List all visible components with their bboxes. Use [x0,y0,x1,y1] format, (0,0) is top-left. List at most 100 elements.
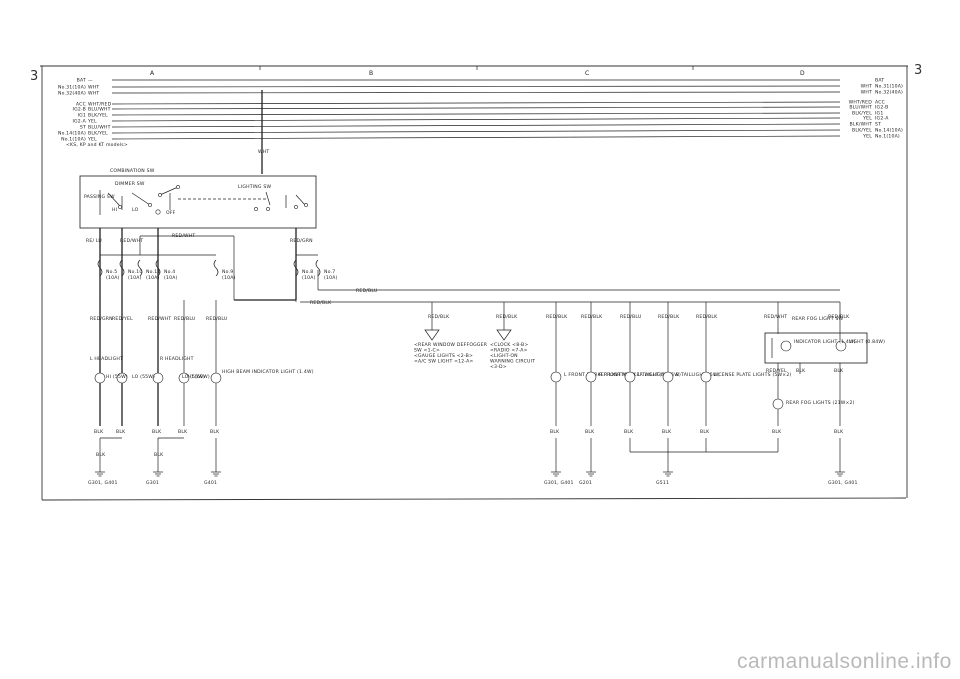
model-note: <KS, KP and KT models> [66,142,128,148]
fuse: No.9(10A) [213,259,236,281]
fuse-rating: (10A) [106,275,120,281]
fuse-row: No.5(10A)No.10(10A)No.11(10A)No.4(10A)No… [97,259,338,281]
lamp-wire-label: RED/BLK [696,314,718,320]
fuse-rating: (10A) [324,275,338,281]
combination-switch-title: COMBINATION SW [110,168,155,174]
red-blk-bus-label: RED/BLK [310,300,332,306]
lamp-wire-label: RED/BLU [620,314,641,320]
rear-fog-light-label: LIGHT (0.84W) [849,339,885,345]
headlight-filament-label: LO (55W) [182,374,205,380]
cross-reference-notes: RED/BLK RED/BLK <REAR WINDOW DEFFOGGERSW… [414,302,535,370]
diagram-frame [40,65,908,501]
note-right-line: <3-D> [490,364,507,370]
feed-left-color: WHT [88,85,99,91]
feed-right-label: No.32(40A) [875,90,903,96]
fuse-rating: (10A) [128,275,142,281]
feed-right-label: ST [875,122,881,128]
fuse-number: No.4 [164,269,175,275]
lighting-bus: RED/BLU RED/BLK [234,270,840,306]
feed-left-color: YEL [87,137,97,143]
passing-switch-label: PASSING SW [84,194,115,200]
page-mark-left: 3 [30,69,38,84]
feed-left-label: No.1(10A) [61,137,86,143]
rear-fog-indicator-label: INDICATOR LIGHT (1.4W) [794,339,856,345]
feed-left-color: BLK/YEL [88,113,108,119]
fuse-number: No.7 [324,269,335,275]
note-left-line: <A/C SW LIGHT <12-A> [414,359,474,365]
feed-right-color: YEL [862,116,872,122]
feed-right-label: BAT [875,78,884,84]
feed-left-label: ACC [76,102,86,108]
dimmer-switch-label: DIMMER SW [115,181,145,187]
feed-row: BAT—BAT [77,78,884,84]
fuse-rating: (10A) [164,275,178,281]
feed-left-label: No.31(10A) [58,85,86,91]
feed-right-label: IG2-B [875,105,888,111]
page-mark-right: 3 [914,63,922,78]
red-blu-bus-label: RED/BLU [356,288,377,294]
feed-left-label: No.32(40A) [58,91,86,97]
headlight-wire-label: RED/WHT [148,316,171,322]
fuse: No.8(10A) [293,259,316,281]
lighting-switch-label: LIGHTING SW [238,184,271,190]
ground-label: G301, G401 [88,480,118,486]
lo-position-label: LO [132,207,139,213]
rear-fog-section: RED/WHT RED/BLK REAR FOG LIGHT SW INDICA… [764,302,885,462]
red-grn-label-1: RED/GRN [290,238,313,244]
note-right-line: <CLOCK <8-B> [490,342,528,348]
fuse-rating: (10A) [302,275,316,281]
lamp-blk-label: BLK [624,429,634,435]
lamp-wire-label: RED/BLK [658,314,680,320]
headlight-wire-label: RED/GRN [90,316,113,322]
feed-left-color: BLU/WHT [88,125,111,131]
fuse-number: No.8 [302,269,313,275]
lamp-wire-label: RED/BLK [546,314,568,320]
zone-c: C [585,70,589,77]
feed-right-color: WHT/RED [849,100,873,106]
note-left-line: SW <1-C> [414,348,440,354]
feed-right-label: No.1(10A) [875,134,900,140]
red-yel-fog-label: RED/YEL [766,368,787,374]
zone-a: A [150,70,155,77]
feed-right-label: No.14(10A) [875,128,903,134]
feed-right-label: IG1 [875,111,883,117]
lamp-blk-label: BLK [550,429,560,435]
headlight-section: L HEADLIGHT R HEADLIGHT HIGH BEAM INDICA… [90,230,313,435]
feed-left-color: YEL [87,119,97,125]
fuse-rating: (10A) [222,275,236,281]
lamp-blk-label: BLK [662,429,672,435]
rear-fog-switch-label: REAR FOG LIGHT SW [792,316,843,322]
rear-fog-red-blk: RED/BLK [828,314,850,320]
feed-left-label: IG2-B [73,107,86,113]
off-position-label: OFF [166,210,176,216]
red-wht-label-1: RED/WHT [172,233,195,239]
feed-right-label: ACC [875,100,885,106]
fuse: No.11(10A) [137,259,160,281]
blk-fog-label-3: BLK [772,429,782,435]
note-left-line: <GAUGE LIGHTS <2-B> [414,353,473,359]
headlight-blk-label: BLK [116,429,126,435]
fuse: No.5(10A) [97,259,120,281]
l-headlight-label: L HEADLIGHT [90,356,123,362]
lamp-blk-label: BLK [585,429,595,435]
fuse-number: No.10 [128,269,142,275]
feed-left-label: No.14(10A) [58,131,86,137]
headlight-blk-label: BLK [152,429,162,435]
lamp-label: R TAILLIGHT (5W) [676,372,720,378]
note-right-line: <LIGHT-ON [490,353,518,359]
headlight-blk-label: BLK [178,429,188,435]
headlight-filament-label: LO (55W) [132,374,155,380]
watermark: carmanualsonline.info [737,650,952,673]
fuse: No.10(10A) [119,259,142,281]
feed-right-color: BLK/WHT [850,122,872,128]
fuse-rating: (10A) [146,275,160,281]
note-left-line: <REAR WINDOW DEFFOGGER [414,342,488,348]
ground-label: G511 [656,480,669,486]
